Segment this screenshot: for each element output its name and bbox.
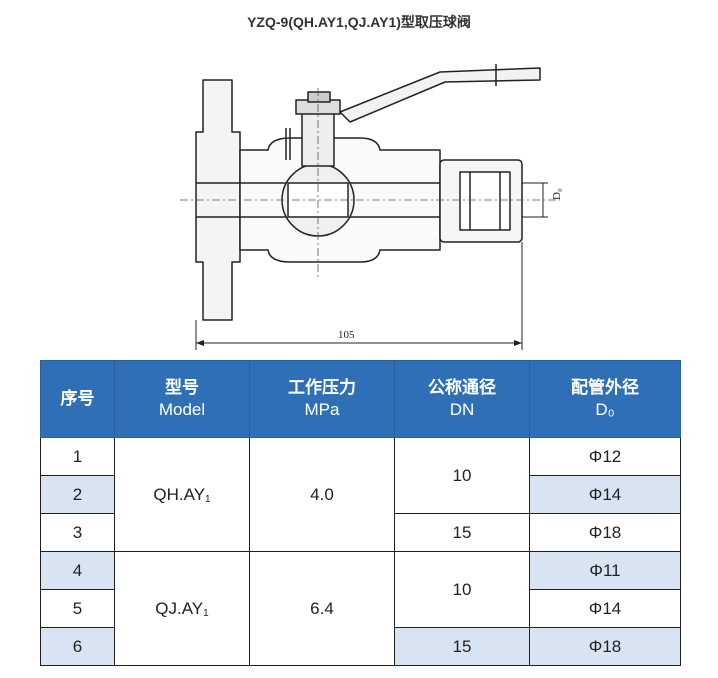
handle [339,67,541,123]
row-no: 4 [40,551,115,590]
page-title: YZQ-9(QH.AY1,QJ.AY1)型取压球阀 [247,14,471,30]
model-cell: QH.AY1 [114,437,250,552]
row-no: 5 [40,589,115,628]
do-cell: Φ18 [529,513,681,552]
ball-valve-drawing: 105 D₀ [180,64,563,350]
row-no: 2 [40,475,115,514]
dn-cell: 15 [394,627,530,666]
do-cell: Φ12 [529,437,681,476]
do-cell: Φ18 [529,627,681,666]
do-cell: Φ11 [529,551,681,590]
table-row: 5 Φ14 [40,589,681,628]
dn-cell: 10 [394,551,530,628]
dn-cell: 10 [394,437,530,514]
do-cell: Φ14 [529,589,681,628]
header-no: 序号 [40,360,115,438]
table-row: 3 15 Φ18 [40,513,681,552]
pressure-cell: 4.0 [249,437,395,552]
model-cell: QJ.AY1 [114,551,250,666]
dimension-port-label: D₀ [551,188,563,200]
pressure-cell: 6.4 [249,551,395,666]
dimension-width-label: 105 [338,329,355,341]
table-row: 4 QJ.AY1 6.4 10 Φ11 [40,551,681,666]
row-no: 6 [40,627,115,666]
row-no: 1 [40,437,115,476]
table-row: 1 QH.AY1 4.0 10 Φ12 [40,437,681,552]
table-row: 6 15 Φ18 [40,627,681,666]
do-cell: Φ14 [529,475,681,514]
row-no: 3 [40,513,115,552]
dn-cell: 15 [394,513,530,552]
